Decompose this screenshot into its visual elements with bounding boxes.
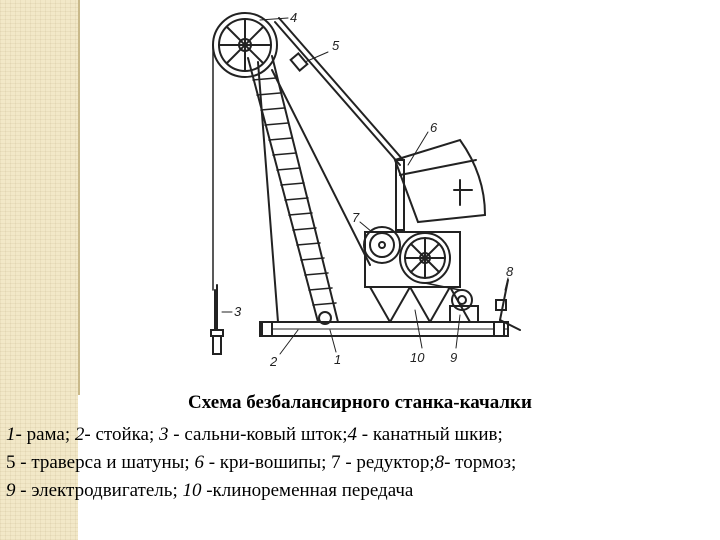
stand-stoika [247,55,371,325]
caption-text: - сальни-ковый шток; [168,424,348,445]
label-10: 10 [410,350,425,365]
caption-num: 1 [6,424,16,445]
pumping-unit-diagram: 4 5 6 7 8 9 10 1 2 3 [210,10,521,369]
caption-num: 3 [159,424,169,445]
strip-divider [78,0,80,395]
caption-title: Схема безбалансирного станка-качалки [188,392,532,413]
frame-rama [259,321,509,337]
caption-num: 9 [6,480,16,501]
label-1: 1 [334,352,341,367]
caption-text: - канатный шкив; [357,424,503,445]
label-5: 5 [332,38,340,53]
brake [495,279,521,331]
caption-num: 6 [194,452,204,473]
caption-text: - траверса и шатуны; [15,452,195,473]
caption-num: 5 [6,452,16,473]
electric-motor [449,289,479,323]
caption-text: - стойка; [84,424,160,445]
crank-counterweight [393,138,487,231]
caption-text: -клиноременная передача [201,480,414,501]
caption-line-2: 5 - траверса и шатуны; 6 - кри-вошипы; 7… [6,452,516,474]
label-3: 3 [234,304,242,319]
caption-num: 10 [182,480,202,501]
traverse-and-links [274,17,405,166]
polished-rod [210,284,224,355]
caption-text: - кри-вошипы; 7 - редуктор; [203,452,435,473]
v-belt-drive [424,282,461,291]
decorative-side-strip [0,0,78,540]
label-6: 6 [430,120,438,135]
label-7: 7 [352,210,360,225]
label-9: 9 [450,350,457,365]
rope-sheave [212,12,278,78]
reducer [363,226,461,288]
caption-num: 4 [347,424,358,445]
caption-text: - электродвигатель; [15,480,183,501]
label-4: 4 [290,10,297,25]
caption-num: 2 [74,424,85,445]
caption-text: - тормоз; [444,452,517,473]
caption-line-1: 1- рама; 2- стойка; 3 - сальни-ковый што… [6,424,503,446]
label-2: 2 [269,354,278,369]
label-8: 8 [506,264,514,279]
caption-num: 8 [434,452,445,473]
caption-text: - рама; [15,424,75,445]
caption-line-3: 9 - электродвигатель; 10 -клиноременная … [6,480,413,502]
